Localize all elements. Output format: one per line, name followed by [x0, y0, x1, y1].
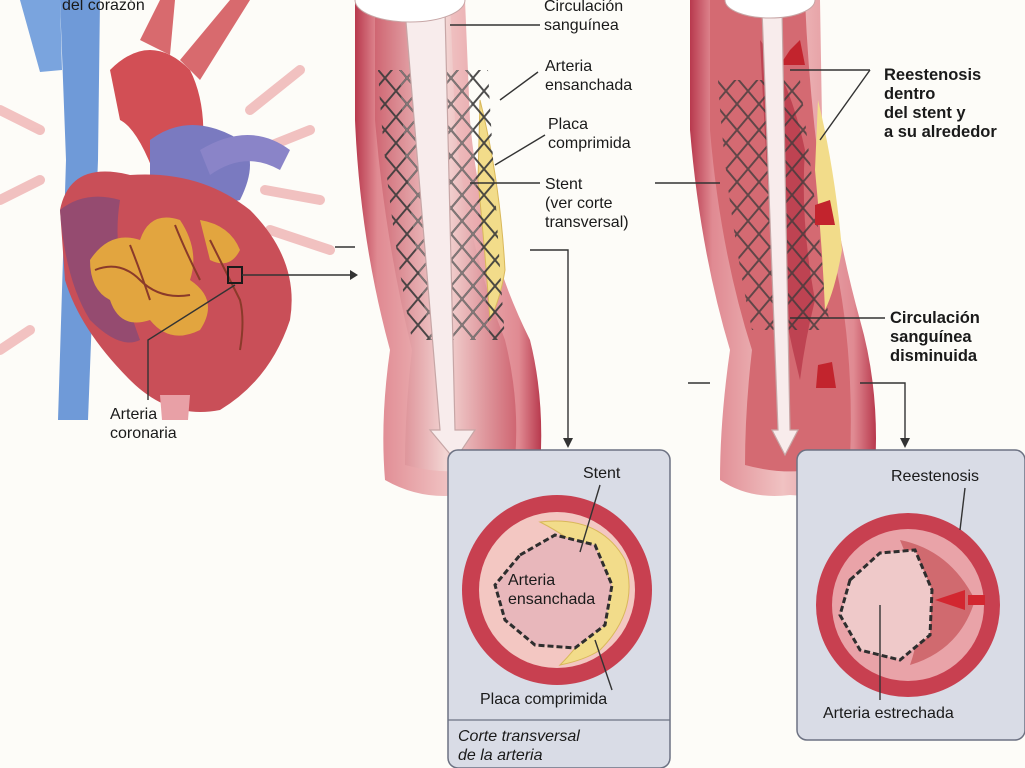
label-heart: del corazón: [62, 0, 145, 14]
label-reduced-flow: Circulación sanguínea disminuida: [890, 309, 980, 365]
label-stent: Stent (ver corte transversal): [545, 176, 629, 231]
narrowed-stent-ring: [838, 548, 934, 662]
inset-label-stent: Stent: [583, 465, 621, 482]
label-compressed-plaque: Placa comprimida: [548, 116, 631, 152]
label-coronary-artery: Arteria coronaria: [110, 406, 177, 442]
stented-artery: [354, 0, 542, 496]
blood-flow-arrow: [404, 9, 477, 462]
inset-label-narrowed-artery: Arteria estrechada: [823, 705, 954, 722]
label-restenosis-title: Reestenosis dentro del stent y a su alre…: [884, 66, 997, 141]
label-widened-artery: Arteria ensanchada: [545, 58, 633, 94]
inset-label-restenosis: Reestenosis: [891, 468, 980, 485]
inset-caption: Corte transversal de la arteria: [458, 728, 580, 764]
epicardial-fat: [90, 217, 208, 336]
right-cross-section-inset: [796, 449, 1025, 741]
stent-ring: [493, 533, 614, 650]
inset-label-widened-artery: Arteria ensanchada: [508, 572, 596, 608]
heart-illustration: [0, 0, 335, 420]
reduced-flow-arrow: [761, 9, 799, 457]
restenosis-artery: [690, 0, 876, 496]
left-cross-section-inset: [447, 449, 671, 768]
label-blood-flow: Circulación sanguínea: [544, 0, 624, 34]
inset-label-compressed-plaque: Placa comprimida: [480, 691, 608, 708]
